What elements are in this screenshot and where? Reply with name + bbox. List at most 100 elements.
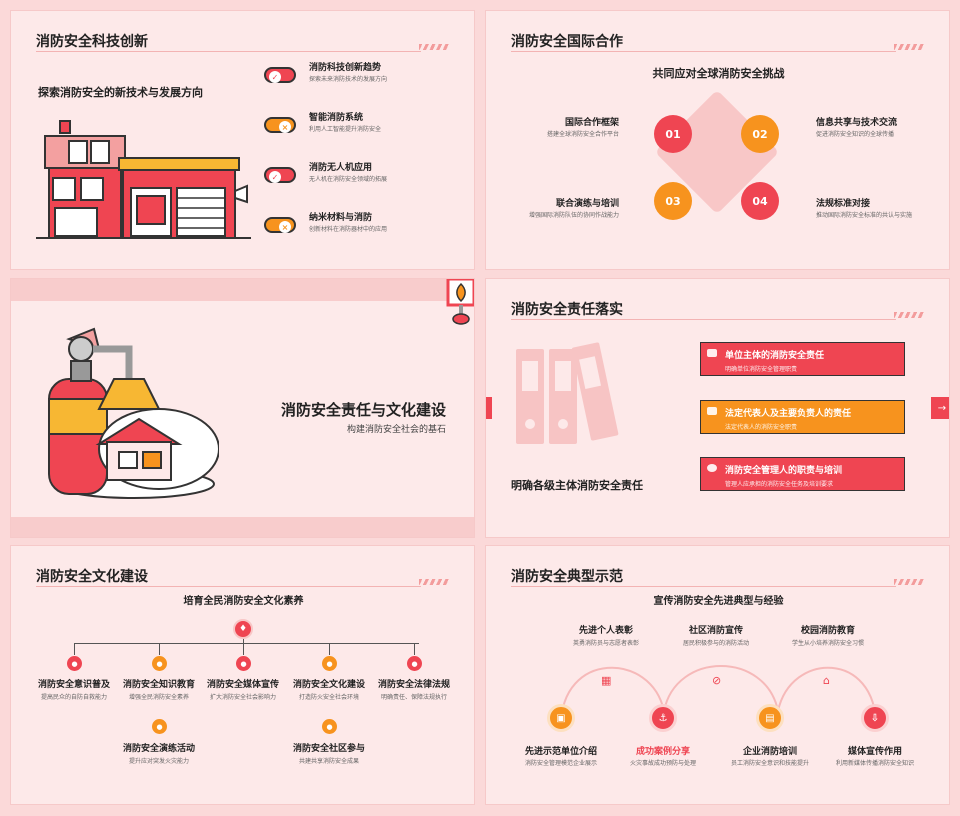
culture-title: 消防安全文化建设 [292,680,365,690]
slide-examples[interactable]: 消防安全典型示范 宣传消防安全先进典型与经验 先进个人表彰 英勇消防员与志愿者表… [485,545,950,805]
slide-title: 消防安全科技创新 [36,34,148,50]
download-icon: ⇩ [861,704,889,732]
item-desc: 推动国际消防安全标准的共认与实施 [816,212,913,219]
toggle-nano[interactable]: × [264,217,296,233]
culture-desc: 明确责任、保障法规执行 [380,694,447,701]
left-edge-marker [486,397,492,419]
responsibility-bar-2[interactable]: 法定代表人及主要负责人的责任 法定代表人的消防安全职责 [700,400,905,434]
culture-title: 消防安全知识教育 [122,680,195,690]
toggle-smart-system[interactable]: × [264,117,296,133]
item-title: 智能消防系统 [309,113,364,123]
item-title: 法规标准对接 [816,199,871,209]
example-title: 企业消防培训 [742,747,797,757]
bank-icon: ⌂ [823,674,830,687]
title-divider [36,51,421,52]
example-title-highlight: 成功案例分享 [635,747,690,757]
toggle-drone[interactable]: ✓ [264,167,296,183]
example-desc: 利用新媒体传播消防安全知识 [835,760,914,767]
title-divider [511,51,896,52]
culture-desc: 共建共享消防安全成果 [298,758,359,765]
folder-icon [707,349,717,357]
responsibility-bar-1[interactable]: 单位主体的消防安全责任 明确单位消防安全管理职责 [700,342,905,376]
slide-subtitle: 明确各级主体消防安全责任 [511,479,643,492]
slide-international[interactable]: 消防安全国际合作 共同应对全球消防安全挑战 01 02 03 04 国际合作框架… [485,10,950,270]
node-icon: ● [322,719,337,734]
binders-icon [516,342,619,444]
section-subtitle: 构建消防安全社会的基石 [346,425,446,435]
check-icon: ✓ [269,171,281,183]
item-title: 消防无人机应用 [309,163,373,173]
wave-connector [560,665,877,727]
bar-desc: 法定代表人的消防安全职责 [725,424,798,431]
top-band [11,279,474,301]
item-title: 信息共享与技术交流 [816,118,898,128]
root-node-icon: ♦ [233,619,253,639]
stripes-decoration [419,44,449,50]
slide-subtitle: 共同应对全球消防安全挑战 [652,67,785,80]
example-desc: 学生从小培养消防安全习惯 [791,640,864,647]
bar-title: 消防安全管理人的职责与培训 [725,466,843,476]
item-title: 国际合作框架 [564,118,619,128]
item-title: 联合演练与培训 [555,199,619,209]
tree-branch [414,643,415,655]
close-icon: × [279,121,291,133]
fire-alarm-icon [446,279,474,325]
title-divider [511,586,896,587]
node-icon: ● [152,656,167,671]
bar-title: 单位主体的消防安全责任 [725,351,825,361]
check-icon: ✓ [269,71,281,83]
bar-title: 法定代表人及主要负责人的责任 [725,409,852,419]
bar-desc: 明确单位消防安全管理职责 [725,366,798,373]
tree-branch [243,643,244,655]
settings-icon [707,464,717,472]
culture-desc: 提高民众的自防自救能力 [40,694,107,701]
image-icon [707,407,717,415]
culture-desc: 打造防火安全社会环境 [298,694,359,701]
anchor-icon: ⚓ [649,704,677,732]
item-desc: 无人机在消防安全领域的拓展 [309,176,388,183]
stripes-decoration [894,44,924,50]
section-title: 消防安全责任与文化建设 [280,401,446,419]
slide-culture[interactable]: 消防安全文化建设 培育全民消防安全文化素养 ♦ ● ● ● ● ● 消防安全意识… [10,545,475,805]
item-title: 纳米材料与消防 [309,213,373,223]
slide-title: 消防安全文化建设 [36,569,148,585]
fire-extinguisher-icon [48,327,219,499]
tree-stem [243,636,244,644]
slide-subtitle: 培育全民消防安全文化素养 [183,596,304,607]
fire-station-icon [36,120,251,239]
slide-section-cover[interactable]: 消防安全责任与文化建设 构建消防安全社会的基石 [10,278,475,538]
culture-title: 消防安全演练活动 [122,744,195,754]
slide-tech-innovation[interactable]: 消防安全科技创新 探索消防安全的新技术与发展方向 ✓ 消防科技创新趋势 探索未来… [10,10,475,270]
slide-title: 消防安全典型示范 [511,569,623,585]
tree-branch [74,643,75,655]
culture-title: 消防安全法律法规 [377,680,450,690]
example-desc: 居民积极参与的消防活动 [682,640,749,647]
num-circle: 03 [654,182,692,220]
example-title: 媒体宣传作用 [847,747,902,757]
slide-title: 消防安全国际合作 [511,34,623,50]
example-title: 校园消防教育 [800,626,855,636]
calendar-icon: ▦ [601,674,612,687]
item-desc: 创新材料在消防器材中的应用 [309,226,388,233]
culture-desc: 增强全民消防安全素养 [128,694,189,701]
slide-title: 消防安全责任落实 [511,302,623,318]
node-icon: ● [236,656,251,671]
compass-icon: ⊘ [712,674,722,687]
toggle-tech-trend[interactable]: ✓ [264,67,296,83]
close-icon: × [279,221,291,233]
responsibility-bar-3[interactable]: 消防安全管理人的职责与培训 管理人应承担的消防安全任务及培训要求 [700,457,905,491]
item-desc: 增强国际消防队伍的协同作战能力 [528,212,619,219]
node-icon: ● [407,656,422,671]
next-arrow-button[interactable]: → [931,397,949,419]
num-circle: 01 [654,115,692,153]
item-desc: 搭建全球消防安全合作平台 [546,131,619,138]
culture-desc: 提升应对突发火灾能力 [128,758,189,765]
example-desc: 火灾事故成功预防与处理 [629,760,696,767]
node-icon: ● [322,656,337,671]
title-divider [36,586,421,587]
example-title: 先进示范单位介绍 [524,747,597,757]
item-desc: 利用人工智能提升消防安全 [309,126,382,133]
item-desc: 促进消防安全知识的全球传播 [816,131,895,138]
stripes-decoration [894,312,924,318]
culture-title: 消防安全媒体宣传 [206,680,279,690]
